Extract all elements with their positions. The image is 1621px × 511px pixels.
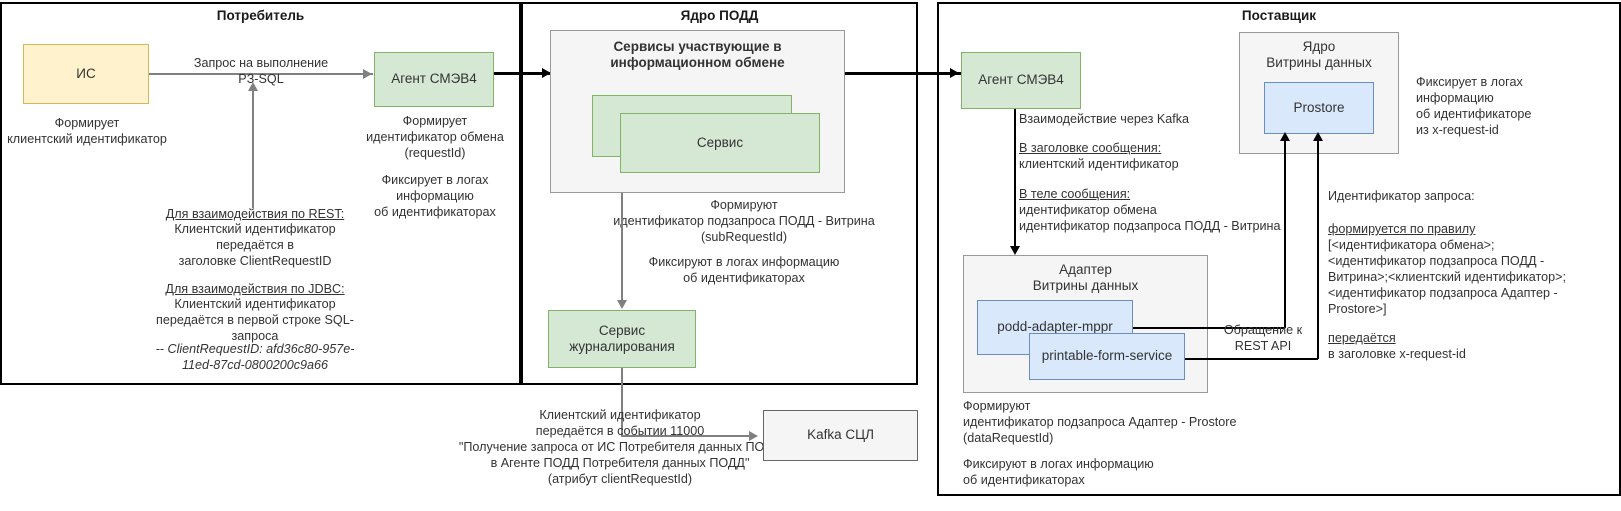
node-service-label: Сервис: [696, 134, 744, 150]
swimlane-consumer-title: Потребитель: [216, 8, 305, 23]
prostore-caption: Фиксирует в логах информацию об идентифи…: [1416, 75, 1532, 138]
is-caption: Формирует клиентский идентификатор: [7, 116, 167, 147]
edge-is-to-agent-label: Запрос на выполнение PЗ-SQL: [193, 56, 329, 87]
edge-core-to-supplier: [845, 72, 961, 75]
edge-is-to-agent-arrow: [363, 69, 372, 79]
edge-agent-to-core: [494, 72, 553, 75]
request-id-rule-title: формируется по правилу: [1328, 222, 1476, 236]
node-log-service-label: Сервис журналирования: [569, 322, 675, 354]
edge-log-to-kafka-h: [621, 435, 756, 437]
node-printable-form-service[interactable]: printable-form-service: [1029, 333, 1185, 380]
message-header-title: В заголовке сообщения:: [1019, 141, 1162, 155]
node-agent-smev4-consumer[interactable]: Агент СМЭВ4: [374, 52, 494, 107]
swimlane-supplier-title: Поставщик: [1241, 8, 1317, 23]
services-caption-2: Фиксируют в логах информацию об идентифи…: [648, 255, 840, 286]
edge-pfs-to-prostore-v: [1317, 140, 1319, 359]
swimlane-core-title: Ядро ПОДД: [680, 8, 759, 23]
edge-services-to-log: [621, 193, 623, 303]
node-service[interactable]: Сервис: [620, 113, 820, 173]
edge-mppr-to-prostore-arrow: [1280, 132, 1290, 141]
edge-log-to-kafka-arrow: [749, 431, 758, 441]
node-log-service[interactable]: Сервис журналирования: [548, 310, 696, 368]
edge-clientid-callout: [252, 84, 254, 208]
edge-agent-to-adapter-arrow: [1010, 246, 1020, 255]
group-dm-core-title: Ядро Витрины данных: [1266, 39, 1372, 71]
node-podd-adapter-mppr-label: podd-adapter-mppr: [997, 319, 1113, 335]
message-body-title: В теле сообщения:: [1019, 187, 1131, 201]
edge-clientid-callout-arrow: [248, 82, 258, 91]
rest-api-label: Обращение к REST API: [1223, 323, 1303, 354]
edge-is-to-agent: [149, 73, 373, 75]
jdbc-note-title: Для взаимодействия по JDBC:: [165, 282, 345, 296]
node-printable-form-service-label: printable-form-service: [1041, 348, 1173, 364]
request-id-title: Идентификатор запроса:: [1328, 189, 1475, 203]
node-agent-smev4-supplier-label: Агент СМЭВ4: [978, 72, 1064, 88]
rest-note-body: Клиентский идентификатор передаётся в за…: [174, 222, 336, 269]
node-prostore-label: Prostore: [1293, 99, 1345, 115]
group-services-title: Сервисы участвующие в информационном обм…: [610, 39, 785, 71]
agent-consumer-caption-2: Фиксирует в логах информацию об идентифи…: [374, 173, 496, 220]
agent-consumer-caption: Формирует идентификатор обмена (requestI…: [366, 114, 504, 161]
edge-agent-to-core-arrow: [542, 68, 551, 78]
jdbc-note-body: Клиентский идентификатор передаётся в пе…: [156, 297, 354, 344]
group-dm-adapter-title: Адаптер Витрины данных: [1032, 262, 1139, 294]
node-agent-smev4-supplier[interactable]: Агент СМЭВ4: [961, 52, 1081, 109]
kafka-interaction-label: Взаимодействие через Kafka: [1019, 112, 1190, 126]
edge-mppr-to-prostore-h: [1133, 327, 1285, 329]
node-kafka-scl-label: Kafka СЦЛ: [807, 427, 874, 443]
edge-core-to-supplier-arrow: [950, 68, 959, 78]
jdbc-note-sample: -- ClientRequestID: afd36c80-957e- 11ed-…: [155, 342, 355, 373]
node-is[interactable]: ИС: [23, 44, 149, 104]
edge-pfs-to-prostore-arrow: [1313, 132, 1323, 141]
node-prostore[interactable]: Prostore: [1264, 82, 1374, 134]
edge-pfs-to-prostore-h: [1185, 358, 1318, 360]
request-id-transfer-title: передаётся: [1328, 331, 1396, 345]
node-is-label: ИС: [76, 65, 96, 81]
edge-services-to-log-arrow: [617, 300, 627, 309]
adapter-caption: Формируют идентификатор подзапроса Адапт…: [963, 399, 1237, 446]
node-kafka-scl[interactable]: Kafka СЦЛ: [763, 410, 918, 461]
adapter-caption-2: Фиксируют в логах информацию об идентифи…: [963, 457, 1154, 488]
edge-agent-to-adapter: [1014, 109, 1016, 252]
edge-log-to-kafka-v: [621, 368, 623, 436]
message-header-body: клиентский идентификатор: [1019, 157, 1179, 171]
rest-note-title: Для взаимодействия по REST:: [165, 207, 345, 221]
request-id-rule-body: [<идентификатора обмена>; <идентификатор…: [1328, 238, 1566, 317]
node-agent-smev4-consumer-label: Агент СМЭВ4: [391, 71, 477, 87]
message-body-body: идентификатор обмена идентификатор подза…: [1019, 203, 1281, 234]
services-caption: Формируют идентификатор подзапроса ПОДД …: [613, 198, 875, 245]
request-id-transfer-body: в заголовке x-request-id: [1328, 347, 1466, 361]
edge-mppr-to-prostore-v: [1284, 140, 1286, 328]
